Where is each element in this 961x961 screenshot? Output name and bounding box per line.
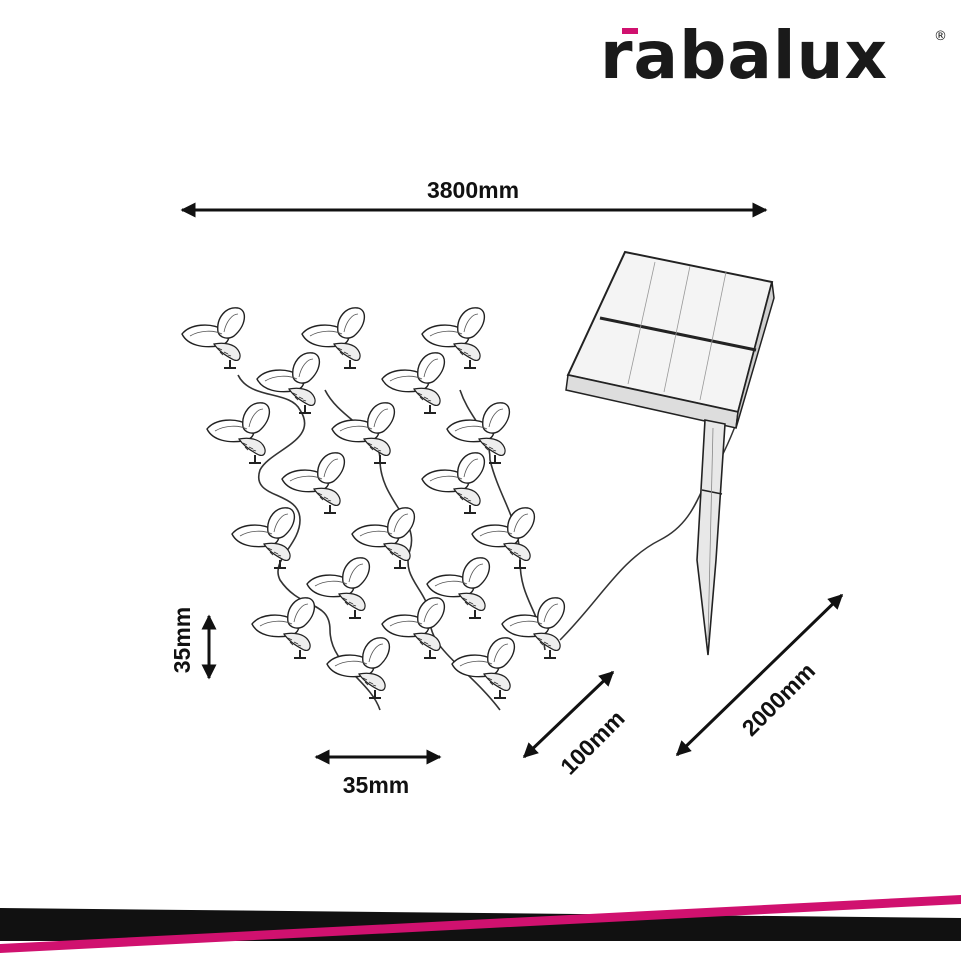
module-width-dimension: 35mm	[314, 749, 442, 798]
total-length-label: 3800mm	[427, 177, 519, 203]
module-width-label: 35mm	[343, 772, 409, 798]
lead-cable-label: 2000mm	[737, 658, 820, 741]
butterfly-led-string	[181, 306, 566, 711]
butterfly-led	[421, 451, 486, 514]
footer-stripe-accent	[0, 895, 961, 953]
led-spacing-dimension: 100mm	[522, 670, 630, 780]
brand-name: rabalux	[600, 17, 888, 94]
logo-accent-mark	[622, 28, 638, 34]
brand-logo: rabalux ®	[600, 17, 947, 94]
butterfly-led	[381, 596, 446, 659]
solar-panel	[565, 250, 775, 429]
butterfly-led	[306, 556, 371, 619]
ground-stake	[696, 419, 726, 656]
module-height-dimension: 35mm	[169, 607, 217, 680]
led-spacing-arrow	[522, 670, 615, 759]
butterfly-led	[231, 506, 296, 569]
solar-panel-divider	[599, 316, 757, 352]
registered-mark: ®	[934, 29, 947, 44]
lead-cable-arrow	[675, 593, 844, 757]
butterfly-led	[451, 636, 516, 699]
butterfly-led	[181, 306, 246, 369]
total-length-dimension: 3800mm	[180, 177, 768, 218]
footer-stripes	[0, 895, 961, 953]
butterfly-led	[326, 636, 391, 699]
module-height-label: 35mm	[169, 607, 195, 673]
lead-cable-dimension: 2000mm	[675, 593, 844, 757]
butterfly-led	[251, 596, 316, 659]
butterfly-led	[206, 401, 271, 464]
